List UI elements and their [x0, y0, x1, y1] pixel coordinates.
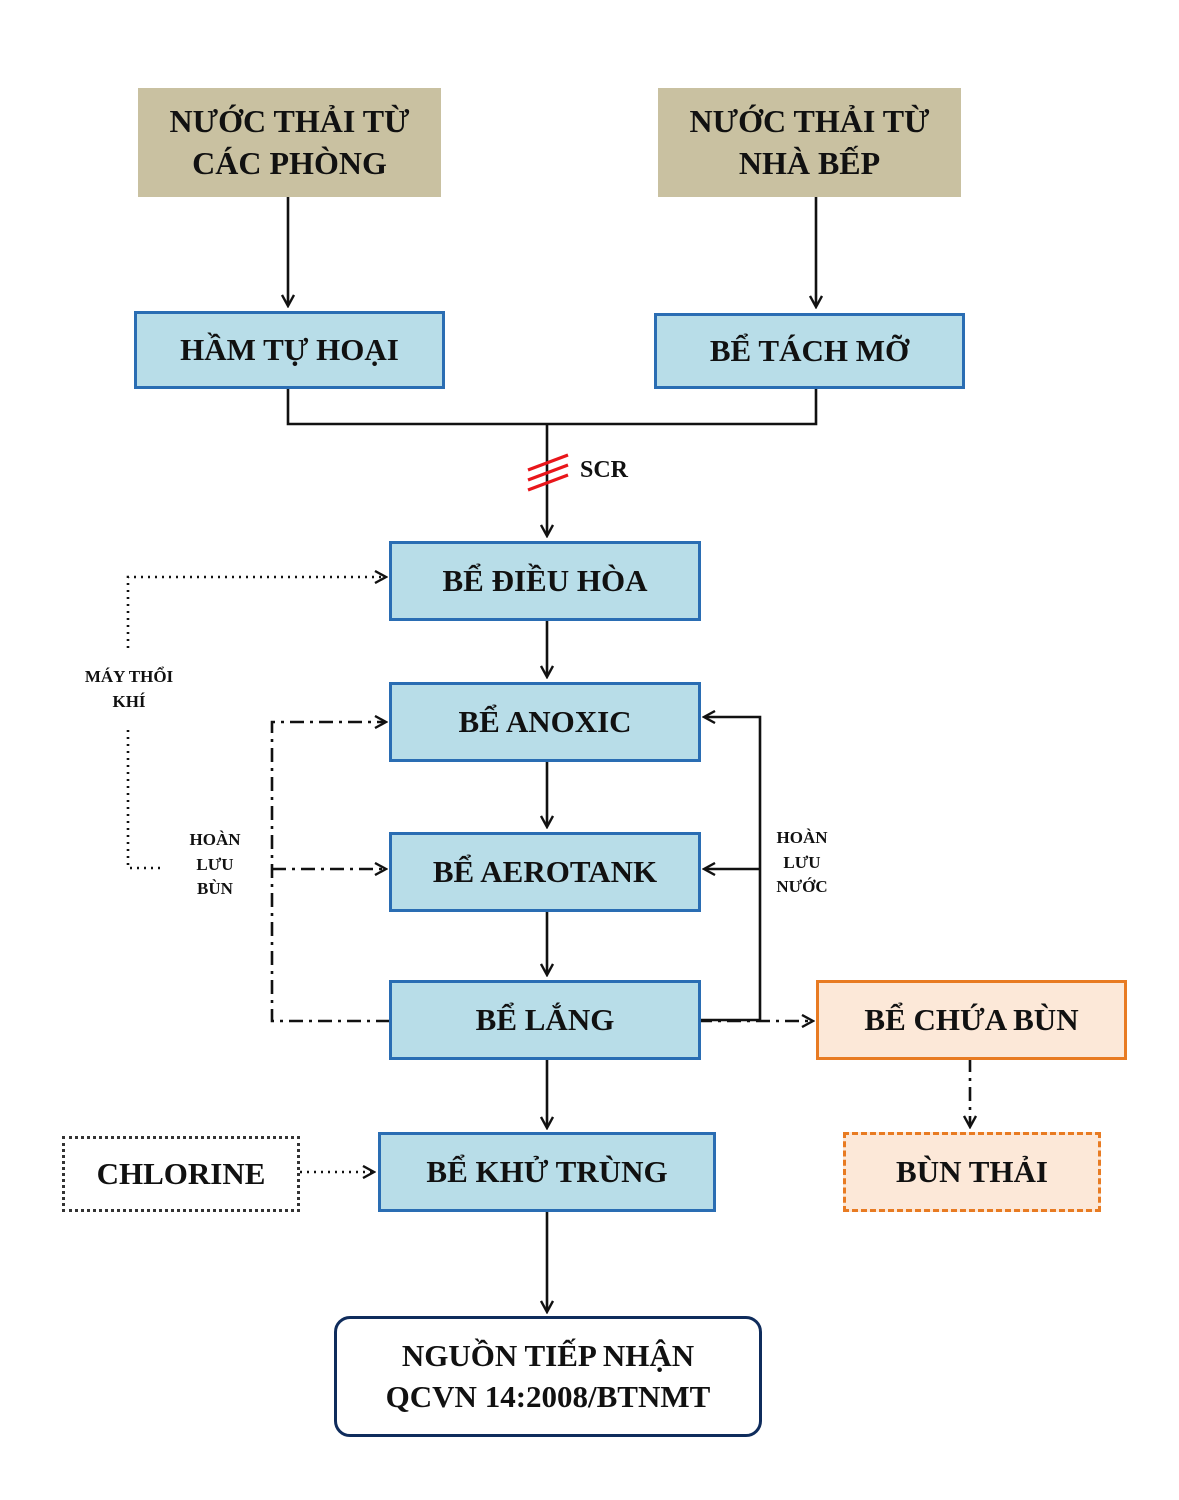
- receiving-source-line2: QCVN 14:2008/BTNMT: [385, 1378, 711, 1414]
- equalization-tank-box: BỂ ĐIỀU HÒA: [389, 541, 701, 621]
- settling-tank-box: BỂ LẮNG: [389, 980, 701, 1060]
- waste-sludge-box: BÙN THẢI: [843, 1132, 1101, 1212]
- air-blower-line-bottom: [126, 730, 160, 870]
- screen-label: SCR: [580, 457, 629, 483]
- anoxic-tank-box: BỂ ANOXIC: [389, 682, 701, 762]
- air-blower-label: MÁY THỔI KHÍ: [60, 665, 198, 714]
- water-return-line3: NƯỚC: [776, 877, 828, 897]
- source-kitchen-box: NƯỚC THẢI TỪ NHÀ BẾP: [658, 88, 961, 197]
- water-return-line2: LƯU: [783, 852, 821, 872]
- receiving-source-box: NGUỒN TIẾP NHẬN QCVN 14:2008/BTNMT: [334, 1316, 762, 1437]
- grease-trap-box: BỂ TÁCH MỠ: [654, 313, 965, 389]
- source-kitchen-line2: NHÀ BẾP: [738, 144, 881, 181]
- disinfection-tank-box: BỂ KHỬ TRÙNG: [378, 1132, 716, 1212]
- water-return-line1: HOÀN: [776, 828, 828, 847]
- merge-line: [286, 388, 818, 426]
- water-return-label: HOÀN LƯU NƯỚC: [762, 826, 842, 900]
- air-blower-line-top: [126, 577, 385, 648]
- sludge-return-line: [270, 722, 390, 1023]
- source-rooms-line1: NƯỚC THẢI TỪ: [169, 102, 410, 139]
- aerotank-box: BỂ AEROTANK: [389, 832, 701, 912]
- receiving-source-line1: NGUỒN TIẾP NHẬN: [401, 1338, 695, 1374]
- air-blower-line1: MÁY THỔI: [84, 667, 174, 686]
- septic-tank-box: HẦM TỰ HOẠI: [134, 311, 445, 389]
- chlorine-box: CHLORINE: [62, 1136, 300, 1212]
- source-kitchen-line1: NƯỚC THẢI TỪ: [689, 102, 930, 139]
- sludge-tank-box: BỂ CHỨA BÙN: [816, 980, 1127, 1060]
- source-rooms-line2: CÁC PHÒNG: [192, 144, 387, 181]
- sludge-return-line3: BÙN: [197, 879, 233, 899]
- sludge-return-line1: HOÀN: [189, 830, 241, 849]
- sludge-return-line2: LƯU: [196, 854, 234, 874]
- screen-mark-icon: [527, 453, 569, 492]
- sludge-return-label: HOÀN LƯU BÙN: [175, 828, 255, 902]
- air-blower-line2: KHÍ: [112, 691, 146, 711]
- source-rooms-box: NƯỚC THẢI TỪ CÁC PHÒNG: [138, 88, 441, 197]
